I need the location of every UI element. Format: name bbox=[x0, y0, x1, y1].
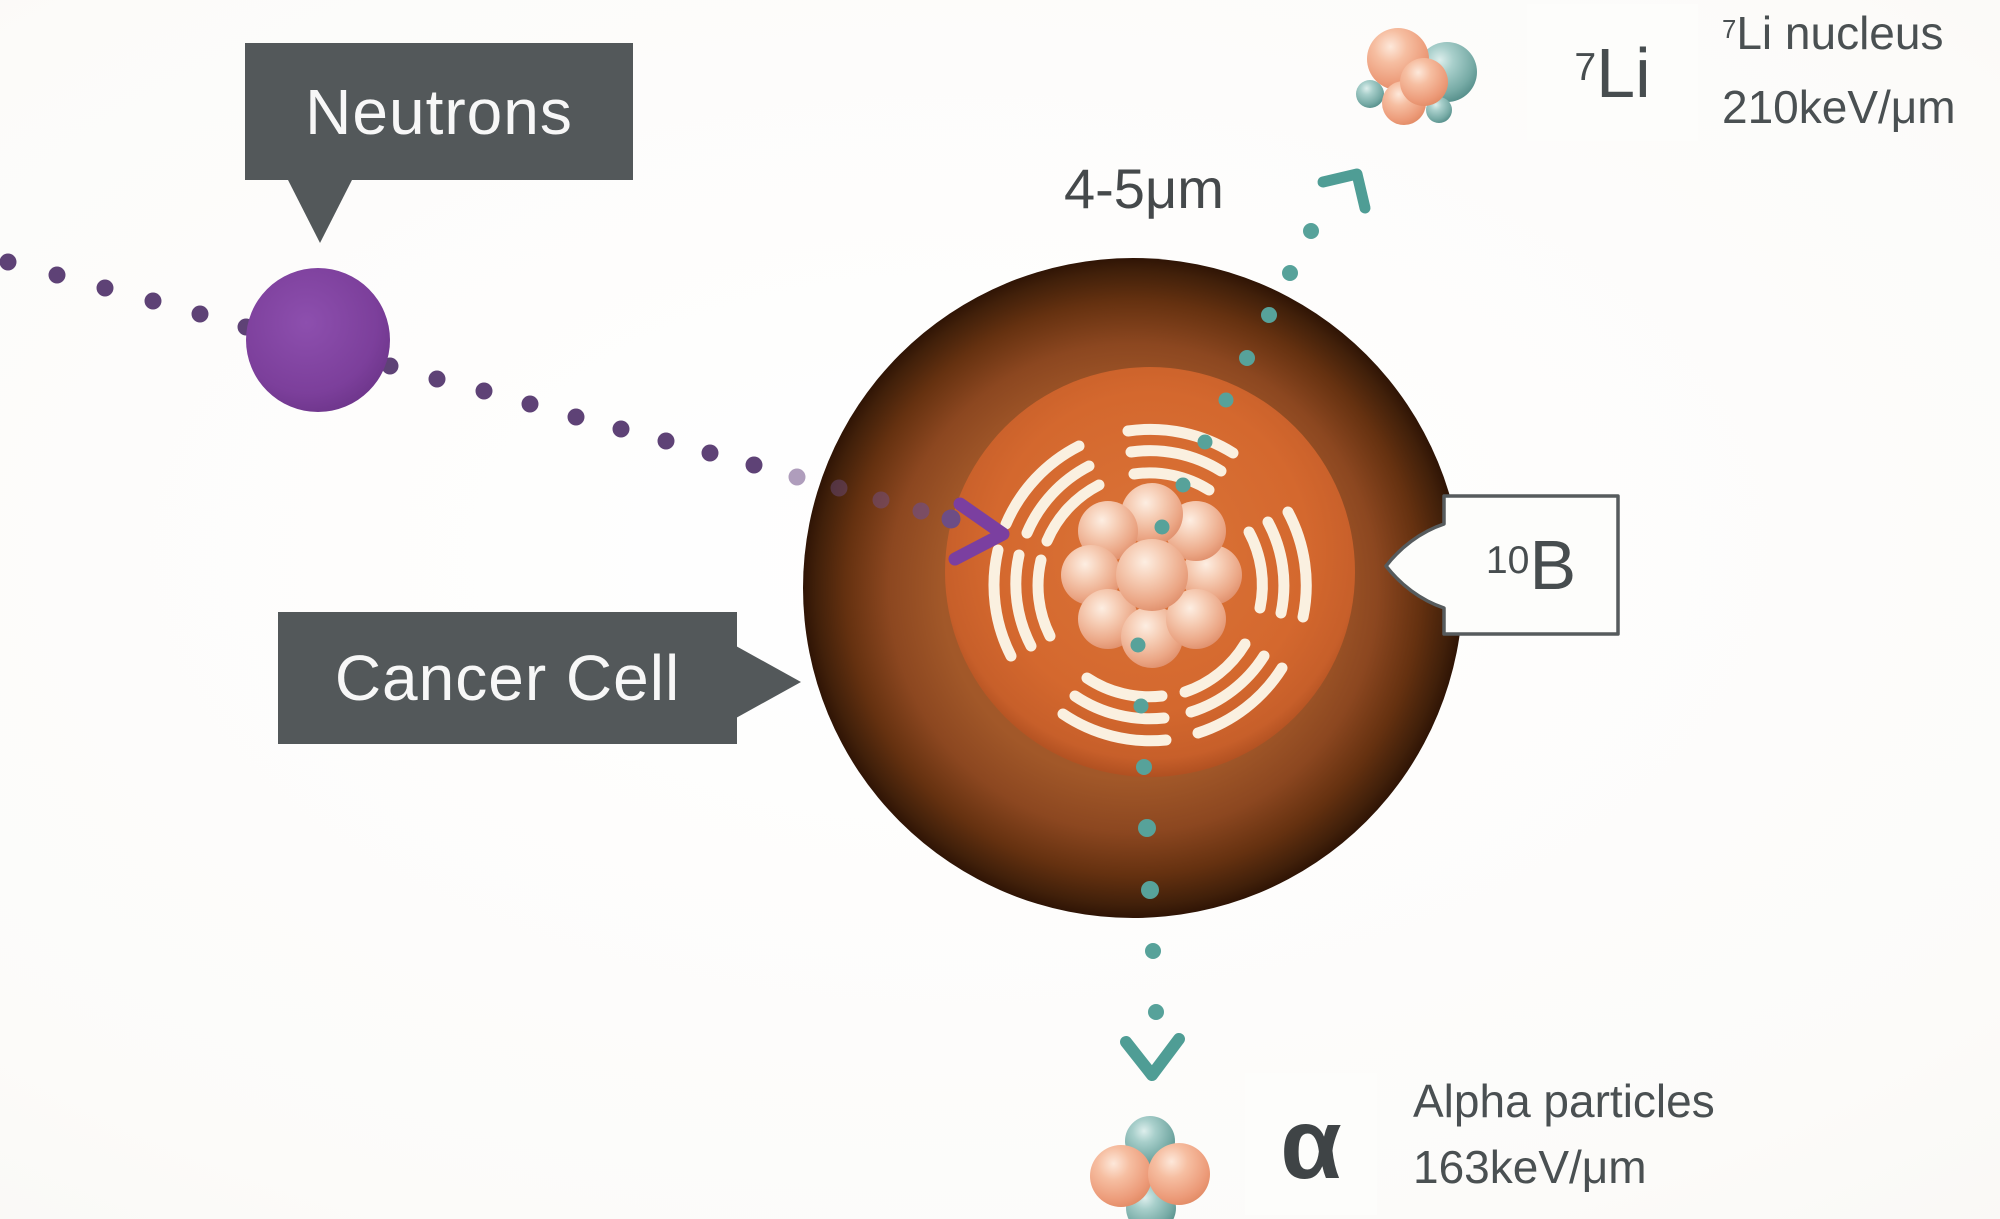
alpha-dotted-path bbox=[1120, 637, 1185, 1081]
lithium-caption-title: 7Li nucleus bbox=[1722, 0, 1956, 74]
boron-symbol: 10B bbox=[1444, 496, 1618, 634]
neutron-impact-chevron bbox=[948, 497, 1010, 566]
lithium-dotted-path bbox=[1154, 168, 1371, 535]
cancer-cell-label-pointer bbox=[736, 646, 801, 718]
alpha-caption: Alpha particles 163keV/μm bbox=[1413, 1068, 1715, 1200]
boron-symbol-text: B bbox=[1529, 526, 1577, 604]
lithium-symbol-text: Li bbox=[1596, 33, 1651, 112]
lithium-particle bbox=[1356, 28, 1477, 125]
neutrons-label-pointer bbox=[287, 178, 353, 243]
lithium-caption-energy: 210keV/μm bbox=[1722, 81, 1956, 133]
alpha-symbol-text: α bbox=[1280, 1087, 1342, 1200]
cancer-cell bbox=[803, 258, 1463, 918]
lithium-caption: 7Li nucleus 210keV/μm bbox=[1722, 0, 1956, 140]
lithium-mass-number: 7 bbox=[1574, 46, 1597, 90]
size-annotation: 4-5μm bbox=[1064, 156, 1224, 221]
lithium-direction-chevron bbox=[1317, 168, 1371, 214]
alpha-caption-title: Alpha particles bbox=[1413, 1075, 1715, 1127]
lithium-caption-sup: 7 bbox=[1722, 16, 1737, 45]
neutron-path-into-cell bbox=[788, 468, 961, 529]
lithium-caption-title-text: Li nucleus bbox=[1736, 7, 1944, 59]
size-annotation-text: 4-5μm bbox=[1064, 157, 1224, 220]
cell-nucleus bbox=[1061, 483, 1242, 668]
boron-mass-number: 10 bbox=[1485, 538, 1530, 582]
neutrons-label: Neutrons bbox=[245, 43, 633, 180]
alpha-symbol-box: α bbox=[1245, 1073, 1377, 1215]
alpha-particle bbox=[1090, 1116, 1210, 1219]
cancer-cell-label-text: Cancer Cell bbox=[334, 642, 681, 714]
radiation-damage-arcs bbox=[988, 423, 1312, 747]
alpha-caption-energy: 163keV/μm bbox=[1413, 1141, 1647, 1193]
neutron-particle bbox=[246, 268, 390, 412]
cancer-cell-label: Cancer Cell bbox=[278, 612, 737, 744]
alpha-direction-chevron bbox=[1120, 1033, 1185, 1081]
neutrons-label-text: Neutrons bbox=[305, 75, 573, 148]
lithium-symbol-box: 7Li bbox=[1527, 4, 1698, 141]
boron-callout-shape bbox=[1384, 494, 1620, 636]
